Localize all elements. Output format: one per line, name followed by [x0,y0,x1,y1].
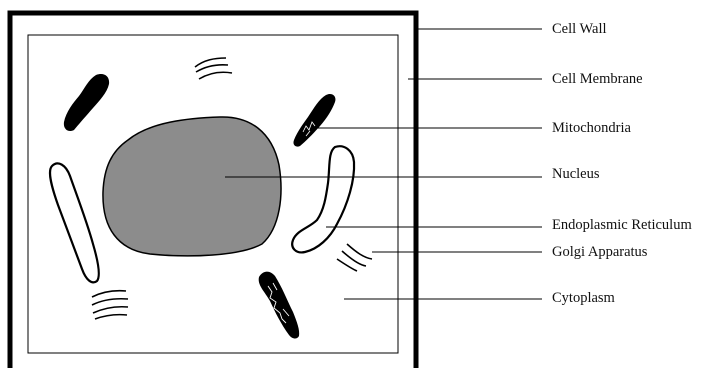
golgi-apparatus-top [194,57,233,80]
mitochondrion-lower [258,271,300,339]
endoplasmic-reticulum-left [48,162,100,284]
golgi-apparatus-lower-left [91,289,129,320]
cell-membrane [27,34,399,354]
label-golgi-apparatus: Golgi Apparatus [552,244,648,260]
label-cell-wall: Cell Wall [552,21,607,37]
label-nucleus: Nucleus [552,166,600,182]
label-endoplasmic-reticulum: Endoplasmic Reticulum [552,217,692,233]
label-mitochondria: Mitochondria [552,120,631,136]
label-cytoplasm: Cytoplasm [552,290,615,306]
endoplasmic-reticulum-right [291,145,356,254]
nucleus [102,116,282,257]
mitochondrion-right-upper [293,93,336,147]
label-cell-membrane: Cell Membrane [552,71,643,87]
golgi-apparatus-right [336,243,373,272]
mitochondrion-right-upper-cristae [302,121,316,137]
mitochondrion-upper-left [63,74,110,132]
mitochondrion-lower-cristae [267,282,290,324]
cell-wall [7,10,419,368]
leader-lines [225,28,542,300]
